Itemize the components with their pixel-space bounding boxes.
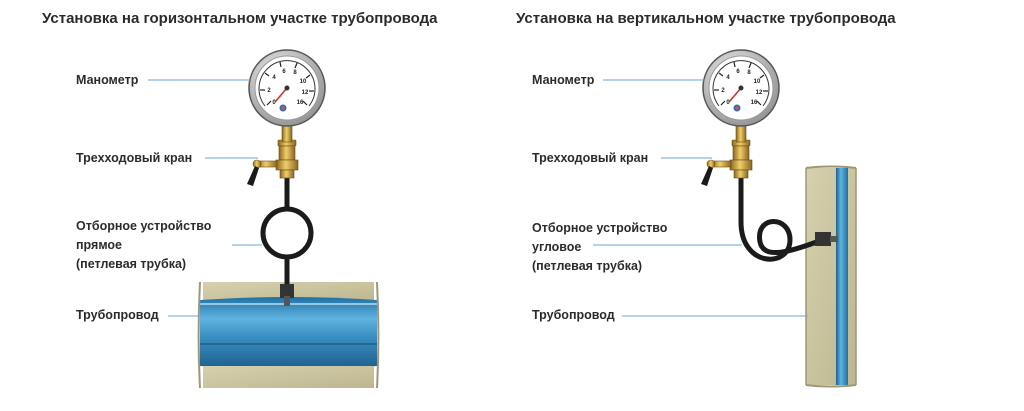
left-pipeline-icon	[197, 281, 380, 389]
right-pipeline-label: Трубопровод	[532, 308, 615, 322]
left-loop-tube-icon	[260, 175, 314, 306]
right-device-label-3: (петлевая трубка)	[532, 259, 643, 273]
left-pipeline-label: Трубопровод	[76, 308, 159, 322]
left-gauge-label: Манометр	[76, 73, 139, 87]
right-device-label-1: Отборное устройство	[532, 221, 668, 235]
right-loop-tube-icon	[738, 175, 838, 262]
left-three-way-valve-icon	[246, 139, 299, 187]
left-device-label-3: (петлевая трубка)	[76, 257, 187, 271]
left-diagram-title: Установка на горизонтальном участке труб…	[42, 10, 438, 27]
right-device-label-2: угловое	[532, 240, 582, 254]
left-valve-label: Трехходовый кран	[76, 151, 193, 165]
right-three-way-valve-icon	[700, 139, 753, 187]
left-device-label-1: Отборное устройство	[76, 219, 212, 233]
left-device-label-2: прямое	[76, 238, 122, 252]
right-gauge-label: Манометр	[532, 73, 595, 87]
left-pressure-gauge-icon	[248, 49, 326, 143]
right-pressure-gauge-icon	[702, 49, 780, 143]
right-diagram-title: Установка на вертикальном участке трубоп…	[516, 10, 896, 27]
right-valve-label: Трехходовый кран	[532, 151, 649, 165]
right-leader-lines	[593, 79, 808, 317]
right-pipeline-icon	[805, 165, 857, 388]
left-leader-lines	[148, 79, 262, 317]
